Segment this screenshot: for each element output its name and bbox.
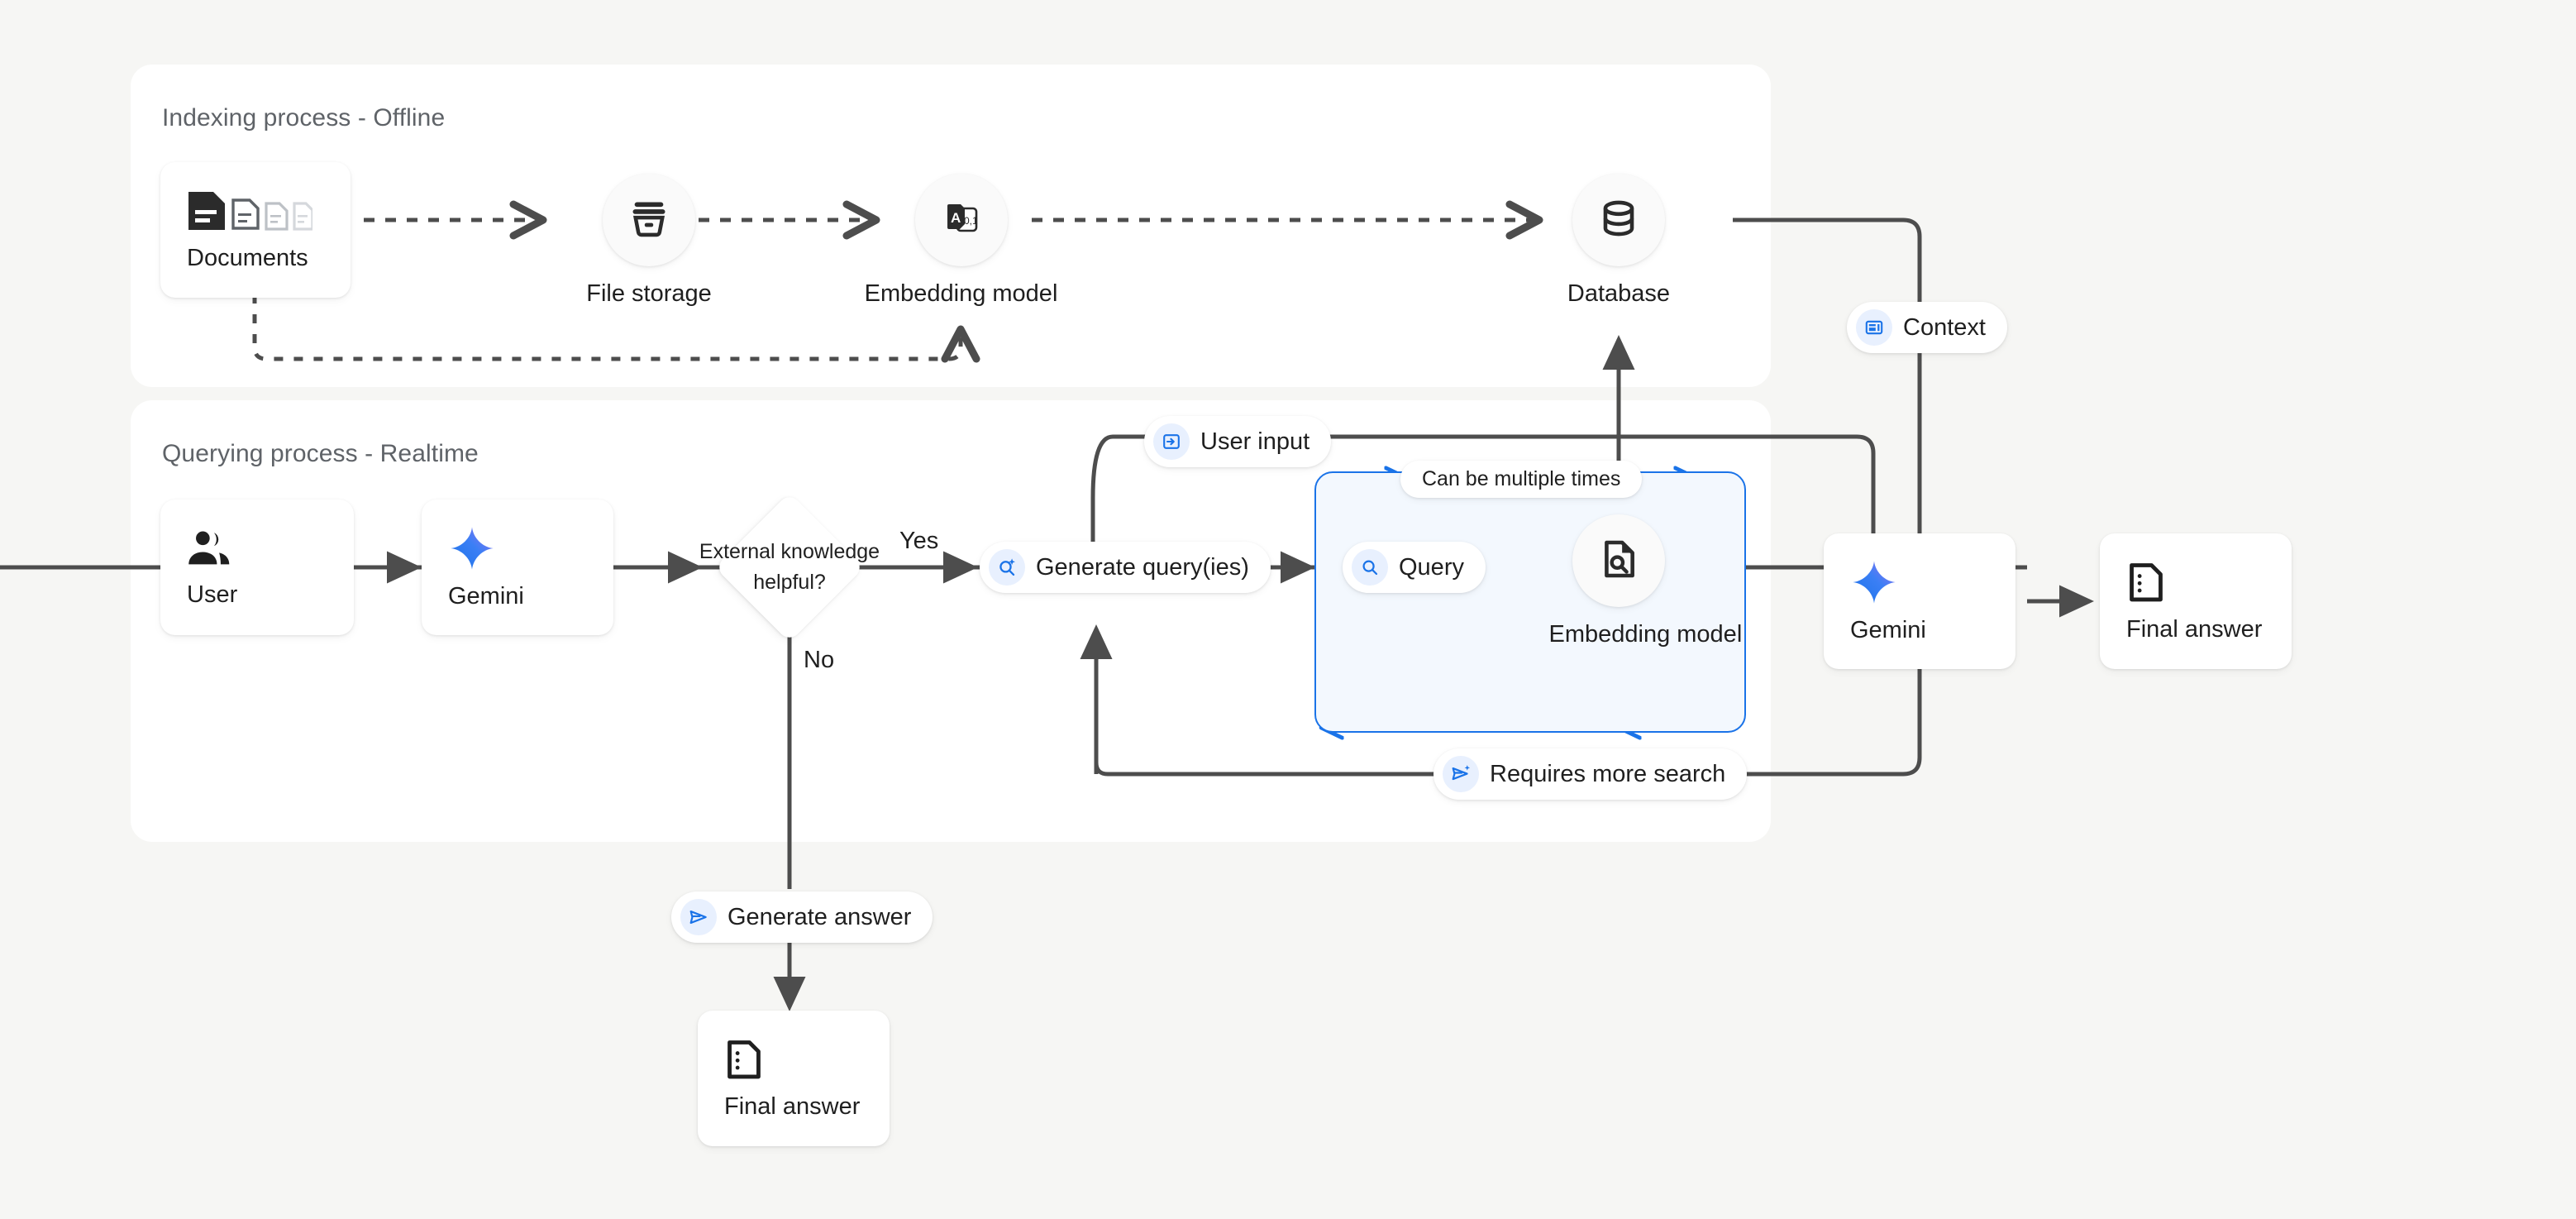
- embedding-model-circle: 0,1 A: [914, 174, 1008, 266]
- file-storage-circle: [603, 174, 695, 266]
- documents-icon: [187, 189, 351, 233]
- send-icon: [680, 899, 717, 935]
- user-label: User: [187, 581, 238, 608]
- database-circle: [1572, 174, 1665, 266]
- documents-label: Documents: [187, 244, 308, 271]
- final-answer-right-card[interactable]: Final answer: [2100, 533, 2292, 669]
- retrieval-loop-box: [1314, 471, 1746, 733]
- final-answer-right-label: Final answer: [2126, 615, 2263, 643]
- database-icon: [1597, 197, 1640, 244]
- query-label: Query: [1399, 553, 1464, 581]
- gemini-sparkle-icon: [448, 525, 613, 571]
- decision-diamond[interactable]: External knowledge helpful?: [699, 492, 880, 643]
- answer-doc-icon: [2126, 560, 2292, 605]
- generate-answer-pill[interactable]: Generate answer: [671, 892, 933, 943]
- final-answer-bottom-card[interactable]: Final answer: [698, 1011, 890, 1146]
- svg-text:0,1: 0,1: [964, 215, 978, 227]
- file-storage-label: File storage: [586, 280, 712, 307]
- yes-label: Yes: [899, 528, 939, 554]
- loop-note-label: Can be multiple times: [1422, 467, 1621, 490]
- user-input-pill[interactable]: User input: [1144, 416, 1332, 467]
- user-card[interactable]: User: [160, 500, 354, 635]
- article-icon: [1856, 309, 1892, 346]
- requires-more-search-pill[interactable]: Requires more search: [1433, 748, 1748, 800]
- send-sparkle-icon: [1443, 756, 1479, 792]
- gemini-right-card[interactable]: Gemini: [1824, 533, 2015, 669]
- decision-label: External knowledge helpful?: [699, 540, 880, 594]
- archive-icon: [627, 197, 670, 244]
- answer-doc-icon-bottom: [724, 1037, 890, 1082]
- final-answer-bottom-label: Final answer: [724, 1092, 861, 1120]
- requires-more-search-label: Requires more search: [1490, 760, 1726, 787]
- embedding-model-loop-text: Embedding model: [1548, 621, 1743, 648]
- generate-answer-label: Generate answer: [727, 903, 912, 930]
- people-icon: [187, 527, 354, 570]
- input-arrow-icon: [1153, 423, 1190, 460]
- gemini-left-card[interactable]: Gemini: [422, 500, 613, 635]
- context-label: Context: [1903, 313, 1986, 341]
- context-pill[interactable]: Context: [1847, 302, 2007, 353]
- querying-panel-title: Querying process - Realtime: [162, 440, 479, 467]
- loop-note-pill: Can be multiple times: [1400, 461, 1643, 498]
- embedding-model-node[interactable]: 0,1 A Embedding model: [865, 174, 1057, 308]
- svg-text:A: A: [951, 210, 961, 226]
- file-storage-node[interactable]: File storage: [570, 174, 727, 308]
- documents-card[interactable]: Documents: [160, 162, 351, 298]
- no-label: No: [804, 647, 835, 673]
- document-search-icon: [1598, 538, 1639, 584]
- search-sparkle-icon: [989, 549, 1025, 586]
- generate-queries-pill[interactable]: Generate query(ies): [980, 542, 1271, 593]
- database-node[interactable]: Database: [1567, 174, 1670, 308]
- search-icon: [1352, 549, 1388, 586]
- gemini-right-label: Gemini: [1850, 616, 1926, 643]
- indexing-panel-title: Indexing process - Offline: [162, 104, 446, 131]
- generate-queries-label: Generate query(ies): [1036, 553, 1249, 581]
- embedding-model-loop-circle: [1572, 514, 1665, 607]
- embedding-model-label: Embedding model: [864, 280, 1058, 307]
- database-label: Database: [1567, 280, 1671, 307]
- user-input-label: User input: [1200, 428, 1310, 455]
- embedding-model-loop-node[interactable]: Embedding model: [1549, 514, 1742, 648]
- gemini-left-label: Gemini: [448, 582, 524, 610]
- query-pill[interactable]: Query: [1343, 542, 1486, 593]
- embedding-model-loop-label: Embedding model: [1549, 620, 1743, 648]
- translate-embed-icon: 0,1 A: [939, 196, 984, 245]
- gemini-sparkle-icon-right: [1850, 559, 2015, 605]
